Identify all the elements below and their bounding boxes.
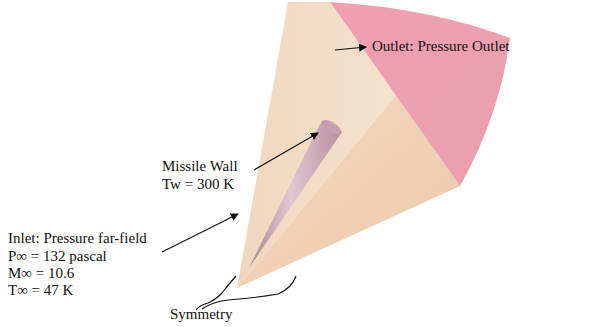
region-label: Symmetry [170,306,233,323]
missile-body [249,123,342,268]
leader-line [335,47,366,50]
missile-base [319,117,343,137]
symmetry-bracket [196,276,236,310]
leader-line [162,214,238,252]
region-label: Inlet: Pressure far-field [8,230,147,247]
outlet-face [330,2,510,186]
region-label: Outlet: Pressure Outlet [372,38,509,55]
condition-value: P∞ = 132 pascal [8,248,107,265]
leader-line [254,133,318,170]
condition-value: Tw = 300 K [162,176,234,193]
condition-value: T∞ = 47 K [8,282,73,299]
region-label: Missile Wall [162,158,238,175]
symmetry-bracket [202,276,296,309]
condition-value: M∞ = 10.6 [8,265,74,282]
